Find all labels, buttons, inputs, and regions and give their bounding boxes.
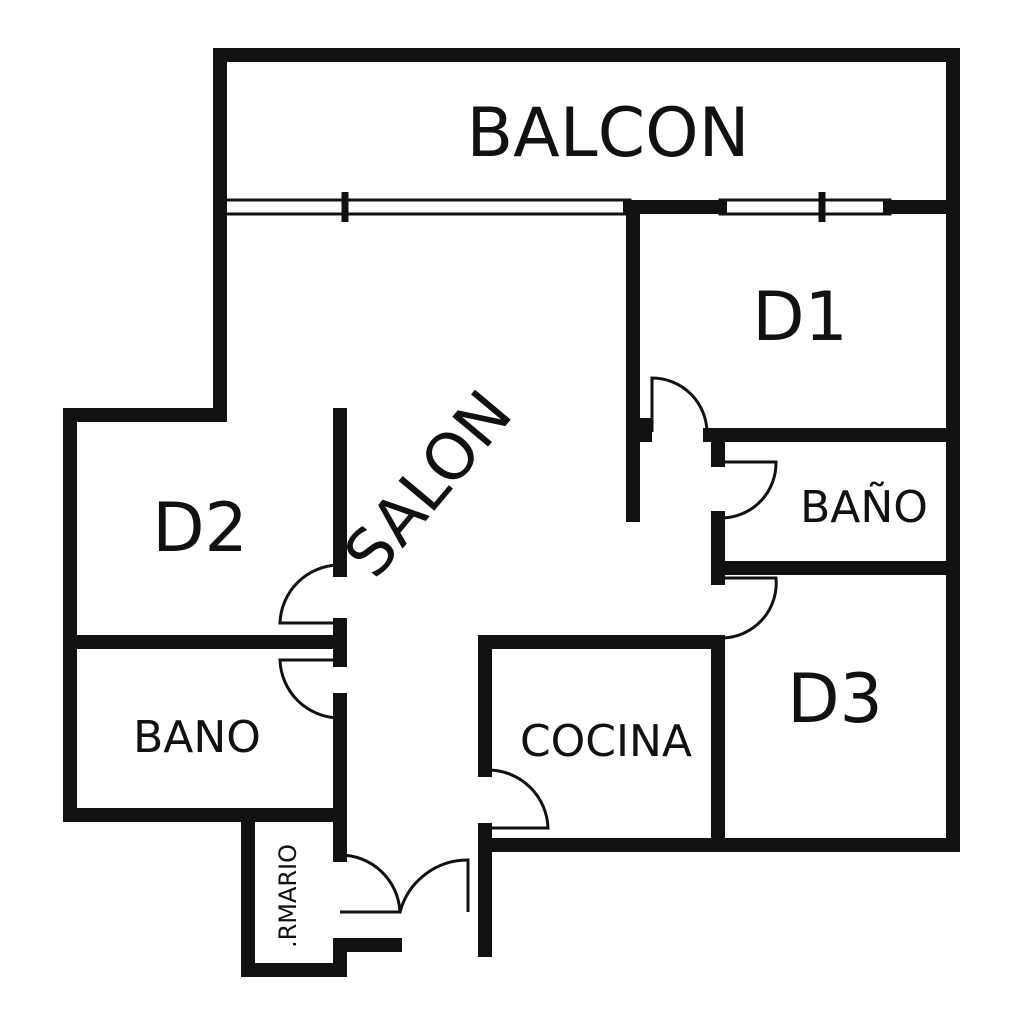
door-cocina xyxy=(487,768,550,830)
walls xyxy=(63,48,960,977)
room-label-balcon: BALCON xyxy=(467,94,750,173)
door-entry xyxy=(398,858,470,913)
balcony-window-left xyxy=(223,192,632,222)
balcony-window-right xyxy=(718,192,892,222)
door-armario xyxy=(339,853,402,914)
d2-wall xyxy=(63,408,347,822)
room-label-d3: D3 xyxy=(787,660,883,739)
door-d2 xyxy=(278,563,339,625)
room-label-bano-right: BAÑO xyxy=(800,481,928,533)
balcony-wall xyxy=(213,48,960,852)
door-d1 xyxy=(650,376,709,434)
room-label-salon: SALON xyxy=(331,378,527,592)
room-label-bano-left: BANO xyxy=(133,712,261,763)
room-label-armario: .RMARIO xyxy=(274,844,302,948)
door-d3 xyxy=(721,576,778,640)
cocina-wall xyxy=(478,635,725,852)
door-bano-left xyxy=(278,658,339,720)
door-bano-right xyxy=(721,460,778,520)
room-label-d1: D1 xyxy=(752,278,848,357)
room-label-d2: D2 xyxy=(152,489,248,568)
room-label-cocina: COCINA xyxy=(520,716,692,767)
armario-wall xyxy=(241,808,402,977)
